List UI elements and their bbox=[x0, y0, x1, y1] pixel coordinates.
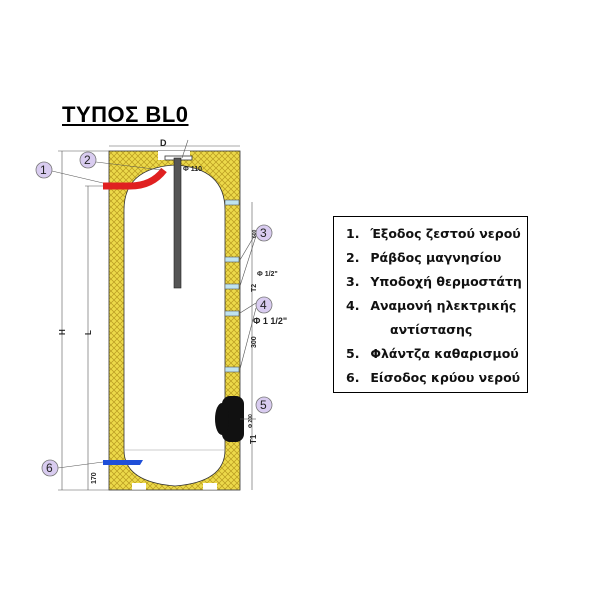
dim-flange-top: Φ 110 bbox=[183, 166, 202, 173]
legend-label: Φλάντζα καθαρισμού bbox=[370, 346, 519, 361]
legend-item: 3. Υποδοχή θερμοστάτη bbox=[346, 270, 527, 294]
callout-4: 4 bbox=[255, 296, 273, 314]
legend-label: Ράβδος μαγνησίου bbox=[370, 250, 502, 265]
legend: 1. Έξοδος ζεστού νερού 2. Ράβδος μαγνησί… bbox=[333, 216, 528, 393]
legend-item-continuation: αντίστασης bbox=[346, 318, 527, 342]
legend-label: Έξοδος ζεστού νερού bbox=[370, 226, 521, 241]
cold-water-inlet-pipe bbox=[103, 460, 143, 465]
dim-t1: T1 bbox=[249, 434, 258, 444]
thermostat-size: Φ 1/2" bbox=[257, 271, 278, 278]
legend-num: 6. bbox=[346, 370, 360, 385]
callout-5: 5 bbox=[255, 396, 273, 414]
legend-item: 6. Είσοδος κρύου νερού bbox=[346, 366, 527, 390]
svg-text:4: 4 bbox=[260, 298, 267, 312]
callout-3: 3 bbox=[255, 224, 273, 242]
legend-num: 2. bbox=[346, 250, 360, 265]
svg-text:5: 5 bbox=[260, 398, 267, 412]
hot-water-outlet-pipe bbox=[103, 167, 167, 190]
cleaning-flange bbox=[222, 396, 244, 442]
dim-spacing-top: 600 bbox=[252, 229, 258, 238]
svg-text:3: 3 bbox=[260, 226, 267, 240]
dim-h: H bbox=[58, 329, 67, 335]
sockets bbox=[224, 199, 240, 373]
callout-6: 6 bbox=[41, 459, 59, 477]
tank-body bbox=[123, 164, 226, 487]
legend-item: 2. Ράβδος μαγνησίου bbox=[346, 246, 527, 270]
dim-l: L bbox=[84, 330, 93, 335]
svg-text:1: 1 bbox=[40, 163, 47, 177]
callout-1: 1 bbox=[35, 161, 53, 179]
legend-item: 4. Αναμονή ηλεκτρικής bbox=[346, 294, 527, 318]
legend-label: Αναμονή ηλεκτρικής bbox=[370, 298, 517, 313]
heater-size: Φ 1 1/2" bbox=[253, 316, 287, 326]
legend-num: 1. bbox=[346, 226, 360, 241]
dim-spacing-mid: 300 bbox=[251, 336, 258, 348]
callout-2: 2 bbox=[79, 151, 97, 169]
legend-item: 5. Φλάντζα καθαρισμού bbox=[346, 342, 527, 366]
legend-label: Υποδοχή θερμοστάτη bbox=[370, 274, 522, 289]
legend-label: Είσοδος κρύου νερού bbox=[370, 370, 521, 385]
dim-flange-5: Φ 200 bbox=[248, 414, 254, 428]
dim-t2: T2 bbox=[251, 284, 258, 292]
legend-item: 1. Έξοδος ζεστού νερού bbox=[346, 222, 527, 246]
dim-bottom: 170 bbox=[91, 472, 98, 484]
magnesium-anode bbox=[173, 157, 182, 289]
legend-num: 3. bbox=[346, 274, 360, 289]
dim-d: D bbox=[160, 138, 167, 148]
legend-label: αντίστασης bbox=[390, 322, 473, 337]
svg-text:2: 2 bbox=[84, 153, 91, 167]
svg-text:6: 6 bbox=[46, 461, 53, 475]
legend-num: 4. bbox=[346, 298, 360, 313]
diagram-title: ΤΥΠΟΣ BL0 bbox=[62, 102, 189, 127]
legend-num: 5. bbox=[346, 346, 360, 361]
